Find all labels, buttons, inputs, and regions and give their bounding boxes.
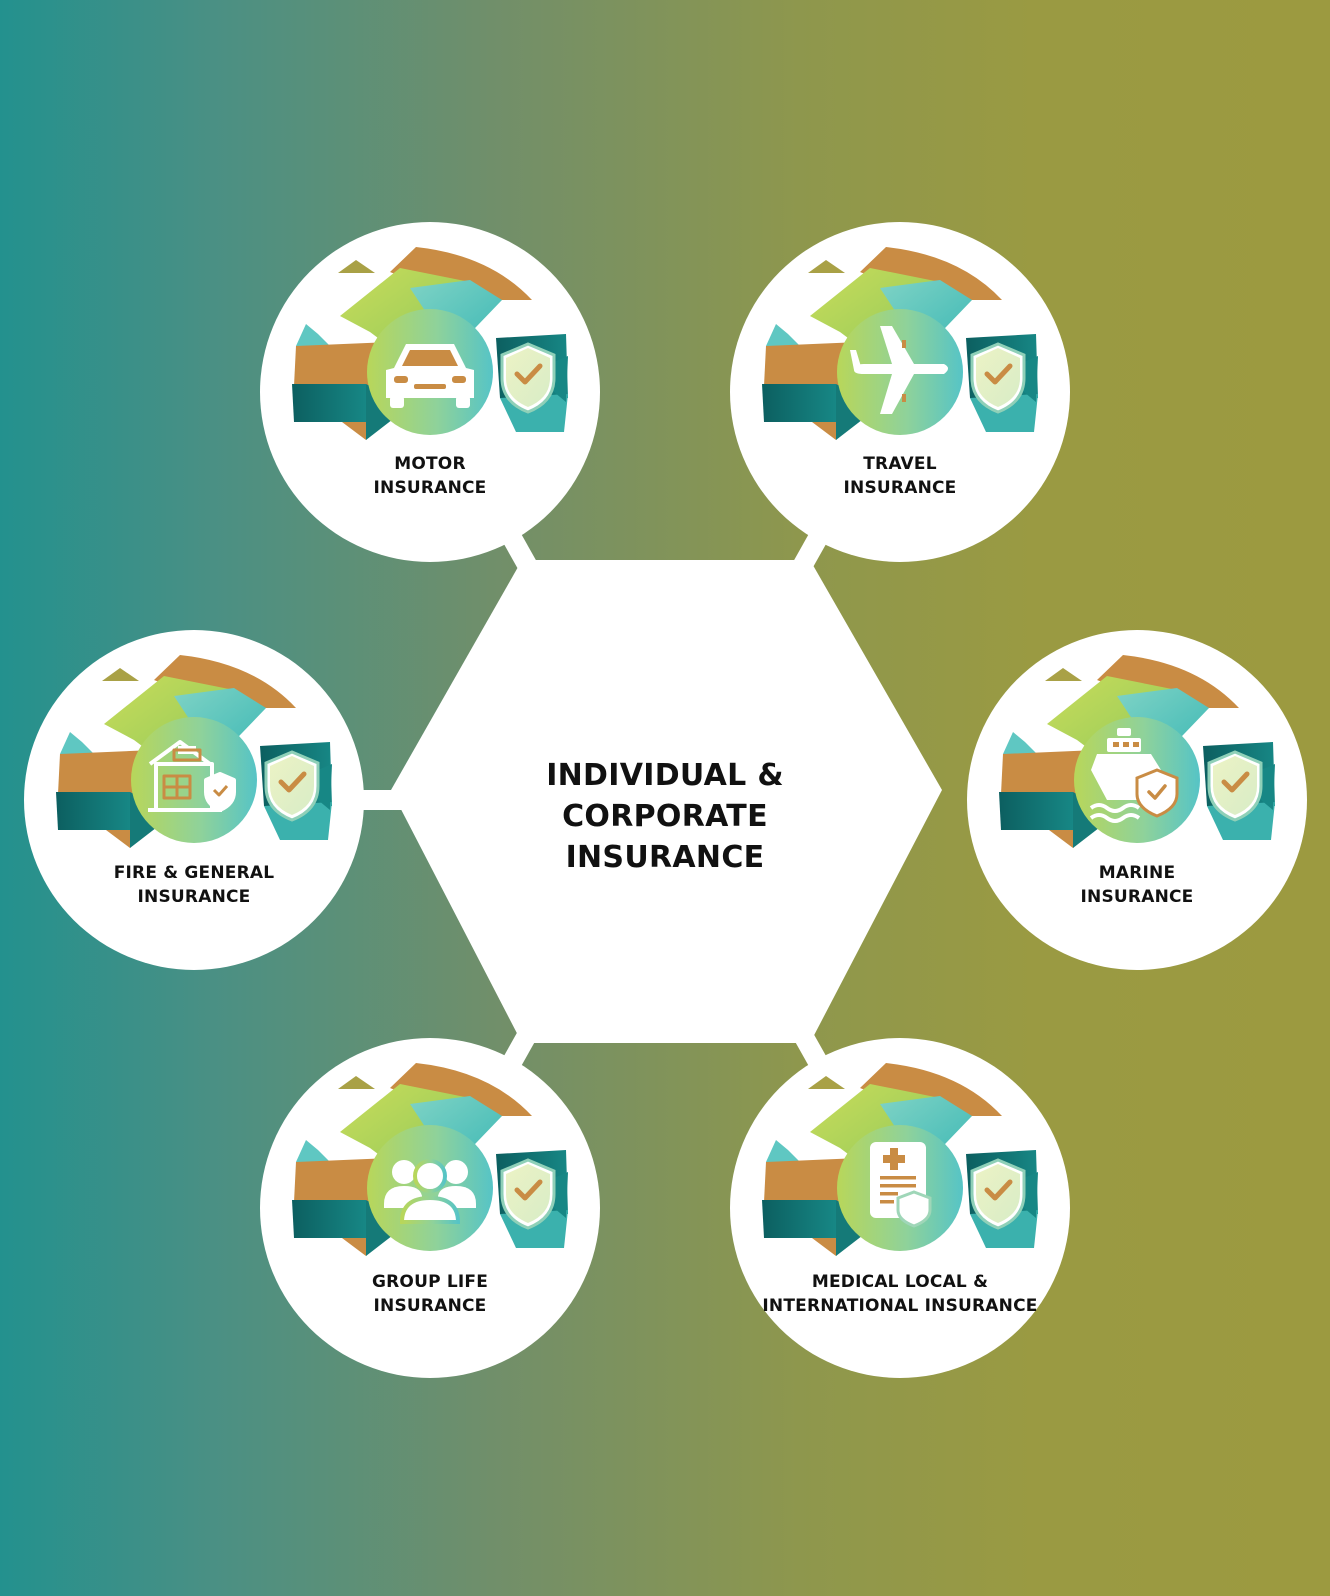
motor-label-line-2: INSURANCE <box>373 478 487 498</box>
motor-label: MOTOR INSURANCE <box>290 452 570 500</box>
center-title: INDIVIDUAL & CORPORATE INSURANCE <box>470 755 860 878</box>
marine-label: MARINE INSURANCE <box>997 861 1277 909</box>
group-life-label-line-1: GROUP LIFE <box>371 1272 489 1292</box>
node-group-life <box>260 1038 600 1378</box>
airplane-icon <box>850 326 948 414</box>
car-icon <box>386 344 474 408</box>
center-title-line-1: INDIVIDUAL & <box>546 758 784 793</box>
marine-label-line-2: INSURANCE <box>1080 887 1194 907</box>
node-medical <box>730 1038 1070 1378</box>
motor-label-line-1: MOTOR <box>394 454 466 474</box>
people-icon <box>384 1159 476 1224</box>
node-marine <box>967 630 1307 970</box>
group-life-label-line-2: INSURANCE <box>373 1296 487 1316</box>
medical-document-icon <box>870 1142 932 1228</box>
ship-icon <box>1089 728 1179 823</box>
group-life-label: GROUP LIFE INSURANCE <box>290 1270 570 1318</box>
travel-label-line-1: TRAVEL <box>863 454 937 474</box>
fire-label: FIRE & GENERAL INSURANCE <box>54 861 334 909</box>
house-icon <box>148 740 236 812</box>
medical-label: MEDICAL LOCAL & INTERNATIONAL INSURANCE <box>750 1270 1050 1318</box>
node-motor <box>260 222 600 562</box>
medical-label-line-1: MEDICAL LOCAL & <box>811 1272 989 1292</box>
travel-label: TRAVEL INSURANCE <box>760 452 1040 500</box>
node-fire <box>24 630 364 970</box>
node-travel <box>730 222 1070 562</box>
fire-label-line-2: INSURANCE <box>137 887 251 907</box>
fire-label-line-1: FIRE & GENERAL <box>113 863 275 883</box>
center-hexagon <box>391 560 942 1043</box>
center-title-line-2: CORPORATE INSURANCE <box>562 799 768 875</box>
medical-label-line-2: INTERNATIONAL INSURANCE <box>762 1296 1038 1316</box>
travel-label-line-2: INSURANCE <box>843 478 957 498</box>
marine-label-line-1: MARINE <box>1098 863 1176 883</box>
